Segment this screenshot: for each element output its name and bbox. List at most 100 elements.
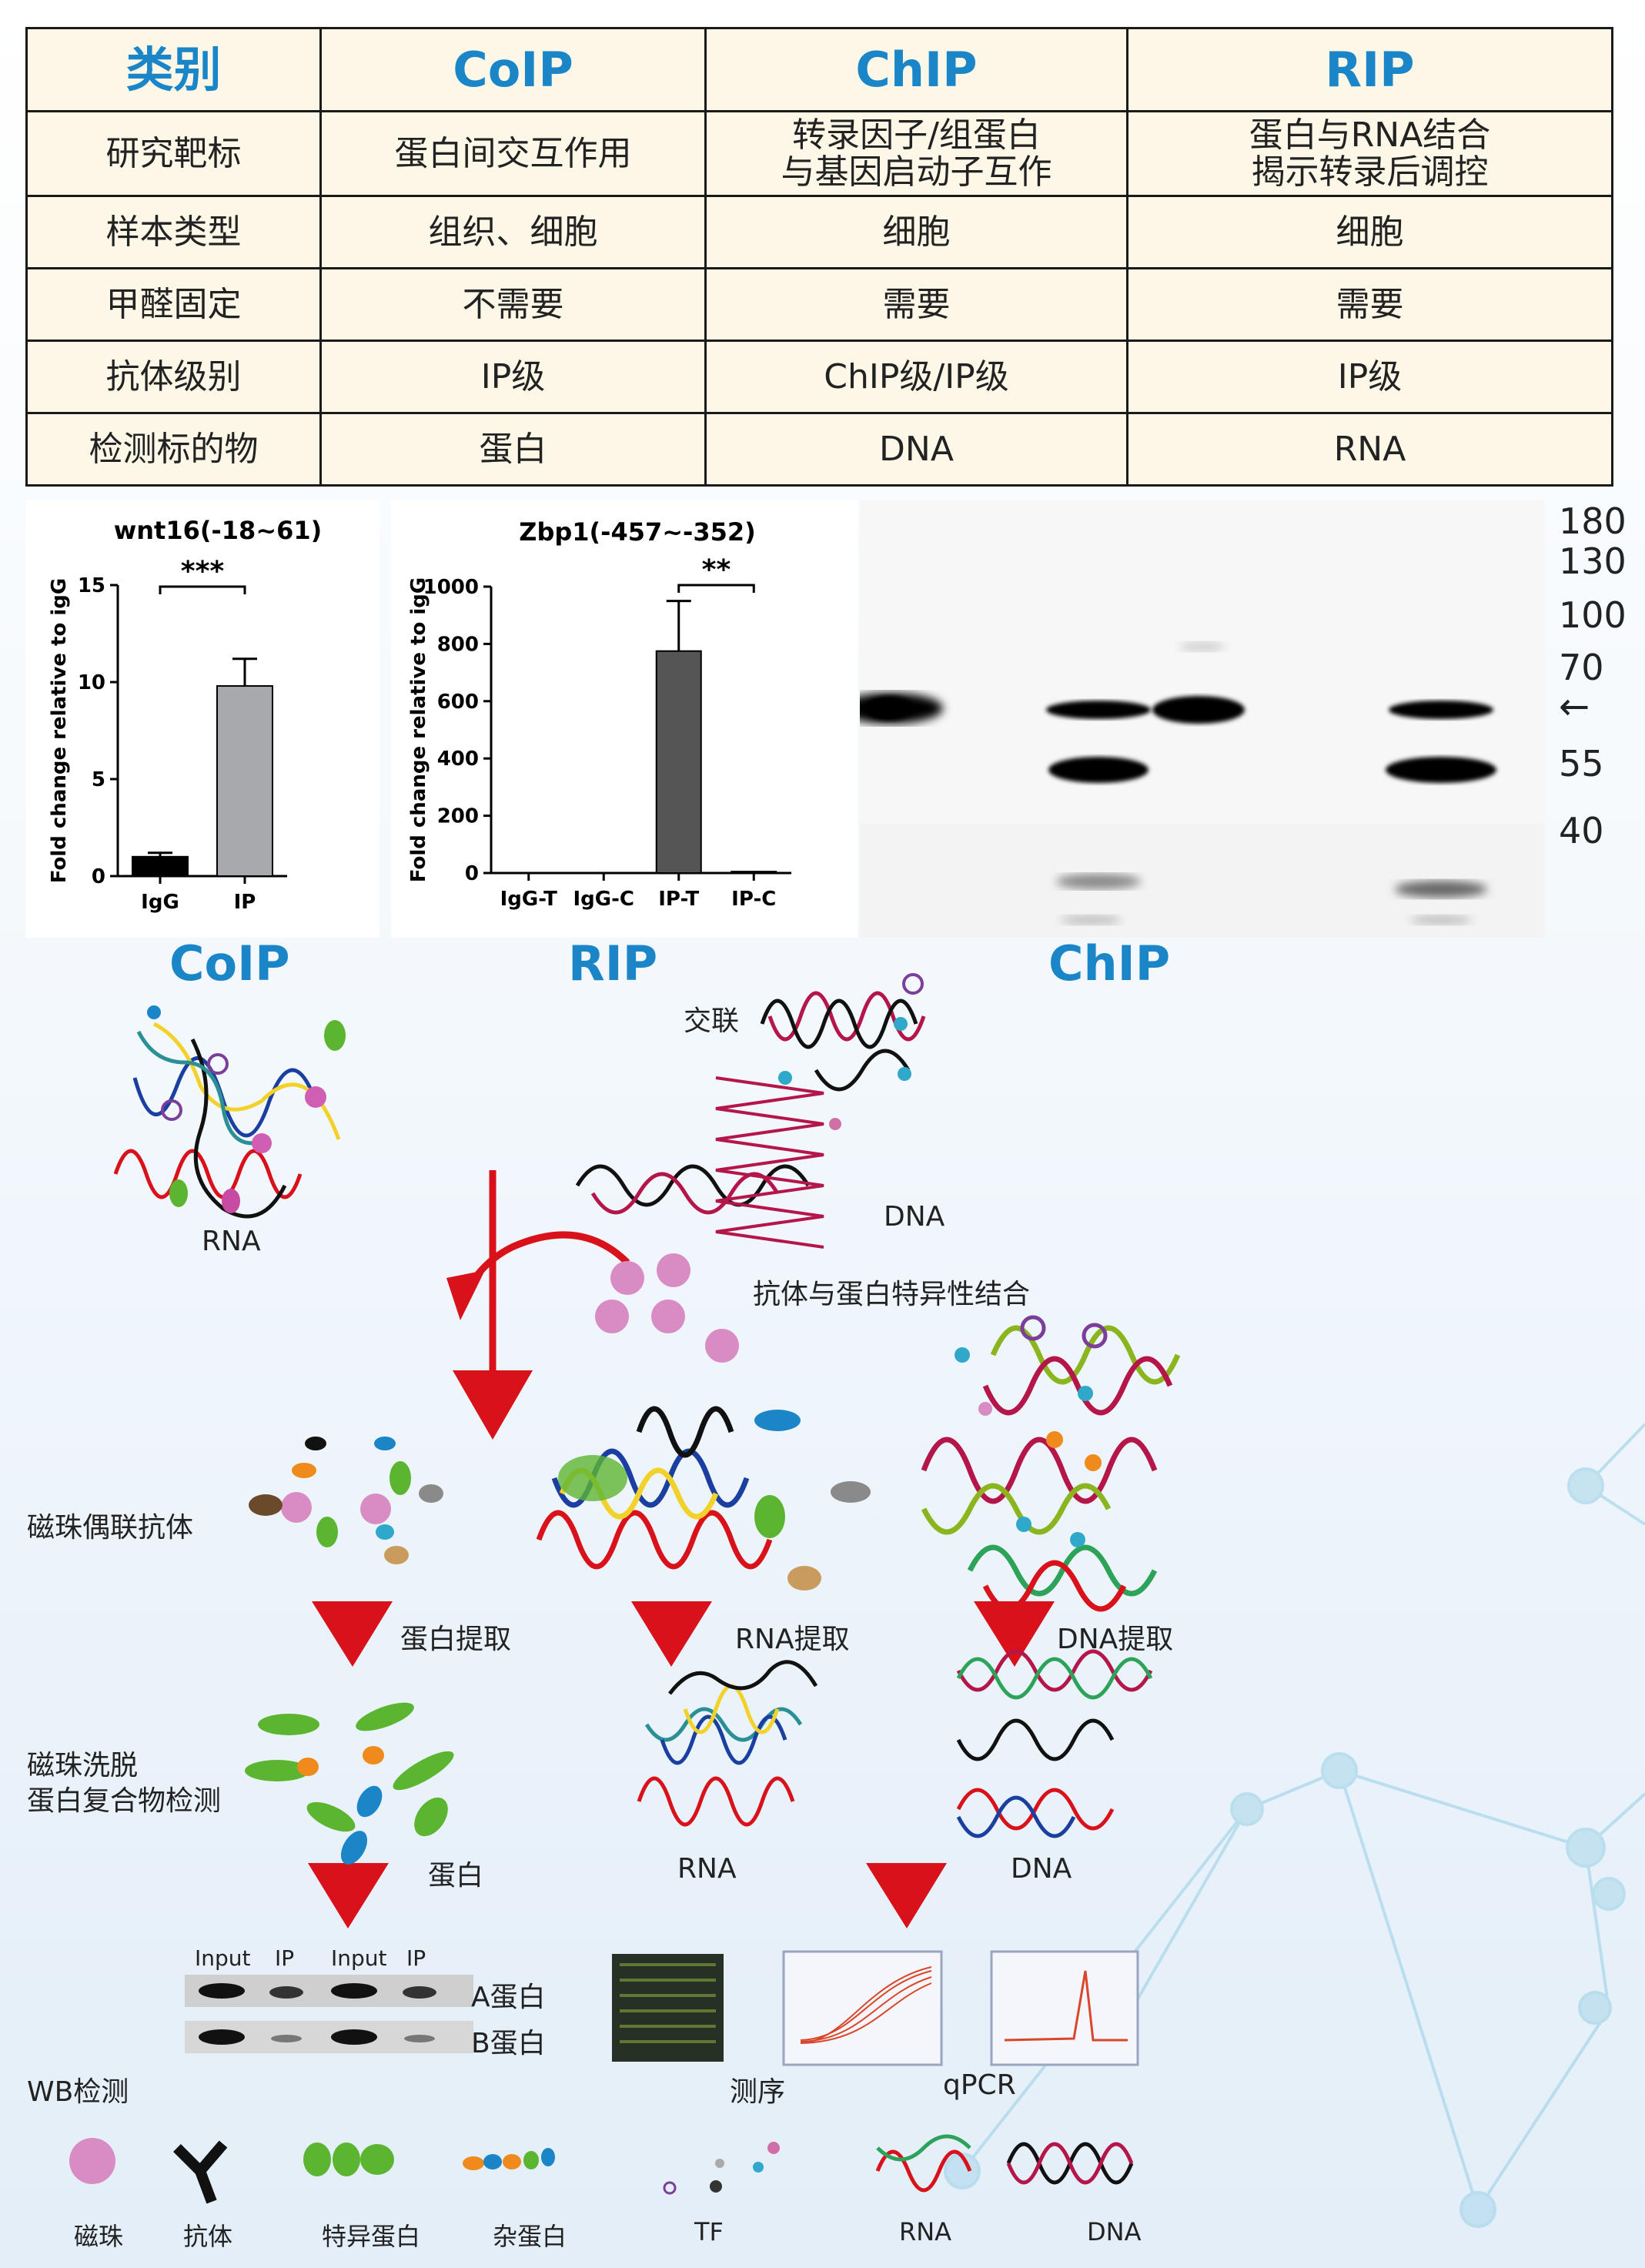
rip-complex	[536, 1406, 871, 1591]
legend-dna-icon	[1006, 2142, 1134, 2185]
y-axis-label: Fold change relative to igG	[48, 578, 71, 884]
x-tick-label: IgG-C	[573, 888, 635, 911]
chart-wnt16: wnt16(-18~61)Fold change relative to igG…	[48, 516, 322, 914]
rna-result	[637, 1660, 818, 1827]
label-wash-2: 蛋白复合物检测	[27, 1785, 222, 1817]
table-cell: 组织、细胞	[319, 195, 707, 269]
table-cell: DNA	[704, 412, 1128, 487]
legend-label-mixed-protein: 杂蛋白	[493, 2222, 567, 2251]
legend-mixed-protein-icon	[463, 2148, 555, 2170]
arrow-rna	[631, 1601, 712, 1667]
bar	[655, 650, 702, 874]
label-seq: 测序	[730, 2076, 786, 2108]
y-tick-label: 600	[437, 691, 479, 714]
dna-result	[956, 1649, 1153, 1838]
label-wash-1: 磁珠洗脱	[27, 1750, 139, 1781]
y-tick-label: 15	[78, 574, 105, 597]
y-tick-label: 400	[437, 748, 479, 771]
legend-label-specific-protein: 特异蛋白	[322, 2222, 421, 2251]
legend-label-tf: TF	[694, 2217, 724, 2246]
wb-lane-label: IP	[275, 1945, 295, 1971]
x-tick-label: IP-T	[658, 888, 699, 911]
chart-zbp1: Zbp1(-457~-352)Fold change relative to i…	[407, 517, 791, 911]
table-cell: 细胞	[1126, 195, 1613, 269]
x-tick-label: IgG	[141, 891, 179, 914]
wb-lane-label: Input	[331, 1945, 387, 1971]
melt-curve-plot	[990, 1950, 1139, 2066]
wb-row-label-b: B蛋白	[471, 2028, 546, 2059]
legend-specific-protein-icon	[303, 2143, 394, 2176]
section-title-coip: CoIP	[169, 935, 290, 992]
significance-bracket	[677, 584, 755, 593]
arrow-protein	[312, 1601, 393, 1667]
qpcr-amplification-plot	[782, 1950, 943, 2066]
table-cell: 检测标的物	[25, 412, 322, 487]
y-tick-label: 200	[437, 805, 479, 828]
blot-band	[1046, 701, 1151, 719]
table-cell: 甲醛固定	[25, 267, 322, 342]
table-cell: CoIP	[319, 27, 707, 112]
table-cell: 类别	[25, 27, 322, 112]
table-cell: 蛋白间交互作用	[319, 110, 707, 197]
wb-result	[185, 1975, 473, 2053]
section-title-rip: RIP	[568, 935, 658, 992]
mw-marker-label: 55	[1559, 743, 1604, 784]
table-cell: 不需要	[319, 267, 707, 342]
table-cell: IP级	[319, 340, 707, 414]
label-qpcr: qPCR	[943, 2069, 1016, 2101]
bar	[132, 855, 189, 877]
y-tick-label: 800	[437, 633, 479, 656]
arrow-dna	[974, 1601, 1055, 1667]
blot-band	[1152, 696, 1245, 724]
mw-marker-label: 40	[1559, 810, 1604, 851]
table-cell: 蛋白与RNA结合揭示转录后调控	[1126, 110, 1613, 197]
significance-marker: ***	[181, 556, 225, 587]
blot-band	[1056, 874, 1141, 889]
section-title-chip: ChIP	[1048, 935, 1171, 992]
table-cell: IP级	[1126, 340, 1613, 414]
blot-band	[1386, 757, 1496, 783]
wb-lane-label: Input	[195, 1945, 251, 1971]
x-tick-label: IP	[234, 891, 256, 914]
antibody-beads	[595, 1253, 739, 1363]
label-antibody-binding: 抗体与蛋白特异性结合	[753, 1279, 1031, 1310]
table-cell: 蛋白	[319, 412, 707, 487]
label-protein: 蛋白	[428, 1860, 484, 1892]
blot-band	[1060, 915, 1122, 925]
legend-label-antibody: 抗体	[183, 2222, 233, 2251]
x-tick-label: IgG-T	[500, 888, 558, 911]
label-dna-bottom: DNA	[1011, 1853, 1072, 1885]
qpcr-curves	[800, 1966, 932, 2044]
blot-band	[1395, 881, 1487, 898]
table-cell: ChIP级/IP级	[704, 340, 1128, 414]
y-tick-label: 10	[78, 671, 105, 694]
significance-bracket	[159, 585, 246, 594]
blot-band	[1410, 915, 1472, 925]
y-tick-label: 5	[92, 768, 105, 791]
mw-marker-label: 70	[1559, 647, 1604, 688]
significance-marker: **	[702, 554, 731, 586]
sequencing-dots	[620, 1963, 716, 2043]
legend-label-dna: DNA	[1087, 2217, 1142, 2246]
legend-bead-icon	[69, 2138, 115, 2184]
mw-marker-label: 130	[1559, 540, 1627, 582]
legend-label-rna: RNA	[899, 2217, 952, 2246]
western-blot-panel	[838, 500, 1545, 938]
y-tick-label: 1000	[423, 576, 479, 599]
table-cell: 样本类型	[25, 195, 322, 269]
blot-band	[1179, 642, 1225, 651]
table-cell: 抗体级别	[25, 340, 322, 414]
main-down-arrow-head	[453, 1370, 533, 1440]
mw-marker-label: 100	[1559, 594, 1627, 636]
eluted-proteins	[245, 1702, 454, 1865]
label-crosslink: 交联	[684, 1005, 740, 1037]
band-arrow-icon: ←	[1559, 685, 1590, 728]
blot-band	[838, 693, 943, 724]
table-cell: 细胞	[704, 195, 1128, 269]
label-rna-bottom: RNA	[677, 1853, 737, 1885]
background-network	[944, 1423, 1645, 2228]
crosslink-dna	[575, 973, 926, 1249]
